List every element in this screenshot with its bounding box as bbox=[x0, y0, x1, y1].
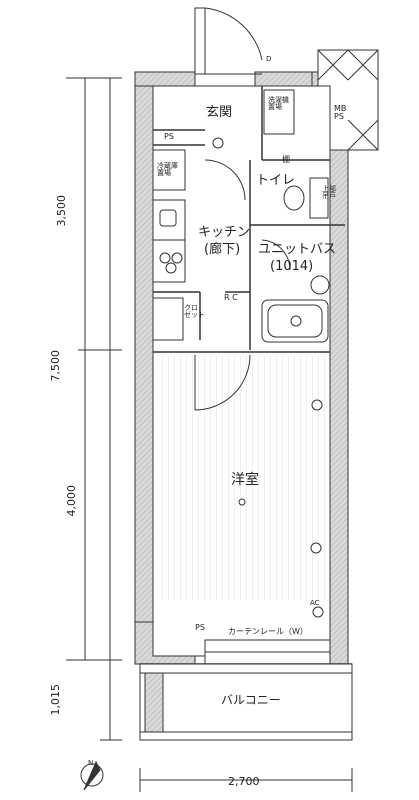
compass-icon bbox=[80, 760, 104, 791]
compass-label: N bbox=[88, 759, 94, 767]
kitchen-label: キッチン bbox=[198, 225, 251, 240]
unit-bath-label: ユニットバス bbox=[258, 242, 337, 257]
unit-bath-size: (1014) bbox=[270, 259, 314, 274]
window-and-balcony bbox=[139, 639, 353, 741]
kitchen-fixtures bbox=[152, 149, 186, 341]
washer-label: 洗濯機 置場 bbox=[268, 96, 289, 111]
hallway-label: (廊下) bbox=[204, 242, 241, 257]
dim-total-depth: 7,500 bbox=[49, 350, 62, 382]
dimension-lines bbox=[66, 77, 353, 792]
dim-balcony-depth: 1,015 bbox=[49, 684, 62, 716]
ceiling-fixtures bbox=[212, 137, 324, 618]
entrance-label: 玄関 bbox=[206, 105, 233, 120]
balcony-label: バルコニー bbox=[221, 693, 281, 707]
western-room-label: 洋室 bbox=[231, 472, 259, 488]
dim-room-depth: 4,000 bbox=[65, 485, 78, 517]
mbps-label: MB PS bbox=[334, 104, 347, 121]
interior-walls bbox=[153, 86, 345, 353]
closet-label: クロ ゼット bbox=[184, 304, 205, 319]
fridge-label: 冷蔵庫 置場 bbox=[157, 162, 178, 177]
dim-width: 2,700 bbox=[228, 775, 260, 788]
curtain-rail-label: カーテンレール（W） bbox=[228, 627, 308, 636]
ps-top-label: PS bbox=[164, 132, 174, 141]
shelf-label: 棚 bbox=[282, 155, 290, 164]
rc-label: R C bbox=[224, 293, 238, 302]
ps-bottom-label: PS bbox=[195, 623, 205, 632]
entrance-door bbox=[194, 7, 263, 75]
western-room-floor bbox=[158, 355, 328, 600]
toilet-label: トイレ bbox=[256, 173, 296, 188]
interior-doors bbox=[194, 159, 291, 411]
dim-upper-depth: 3,500 bbox=[55, 195, 68, 227]
door-d-label: D bbox=[266, 55, 272, 63]
bath-fixtures bbox=[261, 89, 330, 343]
ac-label: AC bbox=[310, 599, 320, 607]
toilet-shelf-label: 上部 吊戸 bbox=[322, 185, 336, 200]
